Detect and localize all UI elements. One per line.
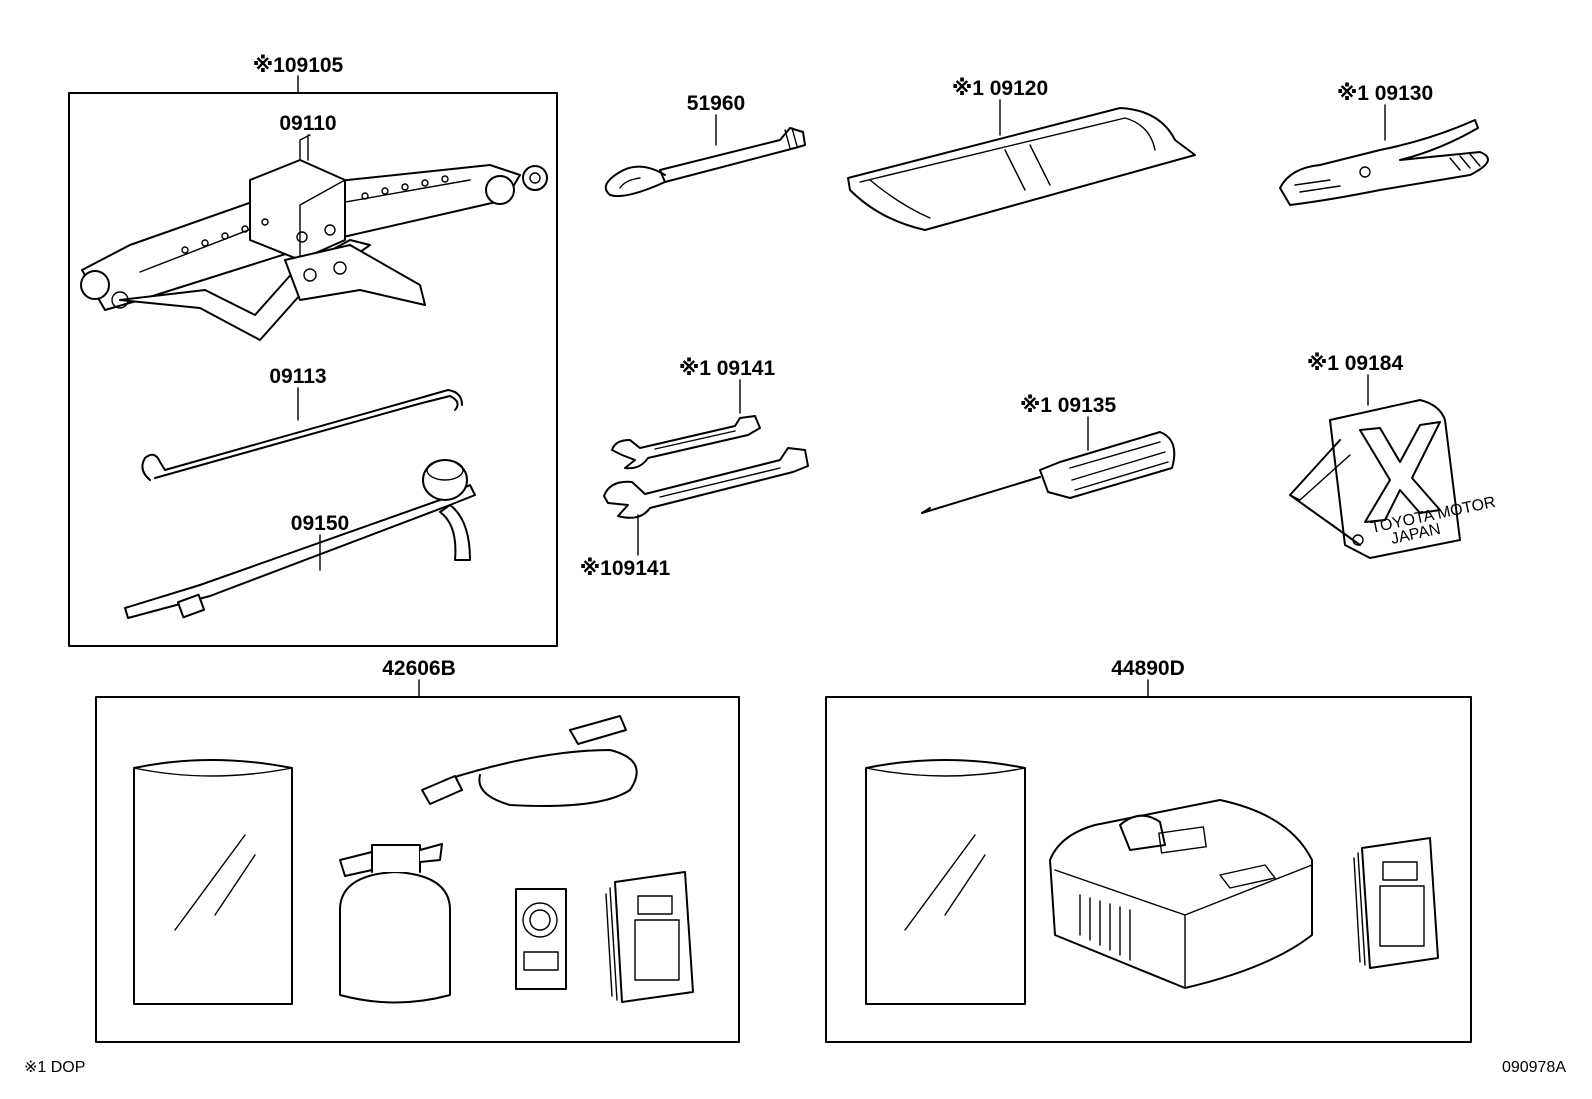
- label-repair-kit-b: 44890D: [1111, 657, 1185, 680]
- wheel-wrench: [124, 459, 476, 619]
- label-repair-kit-a: 42606B: [382, 657, 456, 680]
- label-screwdriver: ※1 09135: [1020, 394, 1117, 417]
- label-jack-kit: ※109105: [253, 54, 344, 77]
- pliers: [1279, 104, 1489, 206]
- jack-kit-group: [68, 75, 558, 647]
- label-wheel-wrench: 09150: [291, 512, 349, 535]
- label-pliers: ※1 09130: [1337, 82, 1433, 105]
- footer-note: ※1 DOP: [24, 1059, 85, 1076]
- label-wrench-lower: ※109141: [580, 557, 671, 580]
- repair-kit-b: [825, 679, 1472, 1043]
- towing-eyelet: [604, 114, 806, 198]
- scissor-jack: [80, 134, 548, 341]
- label-tool-bag: ※1 09120: [952, 77, 1048, 100]
- label-towing-eyelet: 51960: [687, 92, 745, 115]
- label-jack: 09110: [279, 112, 336, 135]
- label-jack-handle: 09113: [269, 365, 326, 388]
- screwdriver: [921, 416, 1176, 514]
- repair-kit-a-frame: [95, 696, 740, 1043]
- tool-bag: [847, 99, 1196, 231]
- repair-kit-a: [95, 679, 740, 1043]
- diagram-code: 090978A: [1502, 1059, 1566, 1076]
- label-warning-triangle: ※1 09184: [1307, 352, 1404, 375]
- label-wrench-upper: ※1 09141: [679, 357, 776, 380]
- jack-handle: [141, 387, 463, 481]
- warning-triangle: [1289, 374, 1461, 559]
- jack-kit-frame: [68, 92, 558, 647]
- open-end-wrenches: [603, 379, 809, 556]
